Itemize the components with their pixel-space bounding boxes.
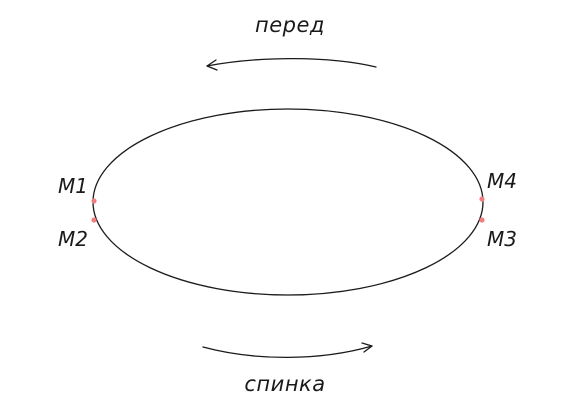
marker-label-m3: M3	[487, 227, 517, 251]
front-arrow-curve	[206, 57, 377, 68]
marker-label-m4: M4	[487, 169, 517, 193]
front-arrow-head	[206, 59, 218, 71]
marker-label-m2: M2	[58, 227, 88, 251]
back-arrow-head	[361, 342, 373, 353]
marker-label-m1: M1	[58, 174, 88, 198]
marker-point-m2	[91, 217, 97, 223]
marker-point-m4	[479, 196, 485, 202]
back-direction-arrow	[202, 342, 373, 359]
front-direction-arrow	[206, 57, 377, 71]
front-caption: перед	[255, 13, 325, 37]
marker-point-m3	[479, 217, 485, 223]
back-caption: спинка	[244, 372, 325, 396]
marker-point-m1	[91, 198, 97, 204]
pattern-ellipse	[92, 108, 484, 296]
back-arrow-curve	[202, 345, 373, 359]
